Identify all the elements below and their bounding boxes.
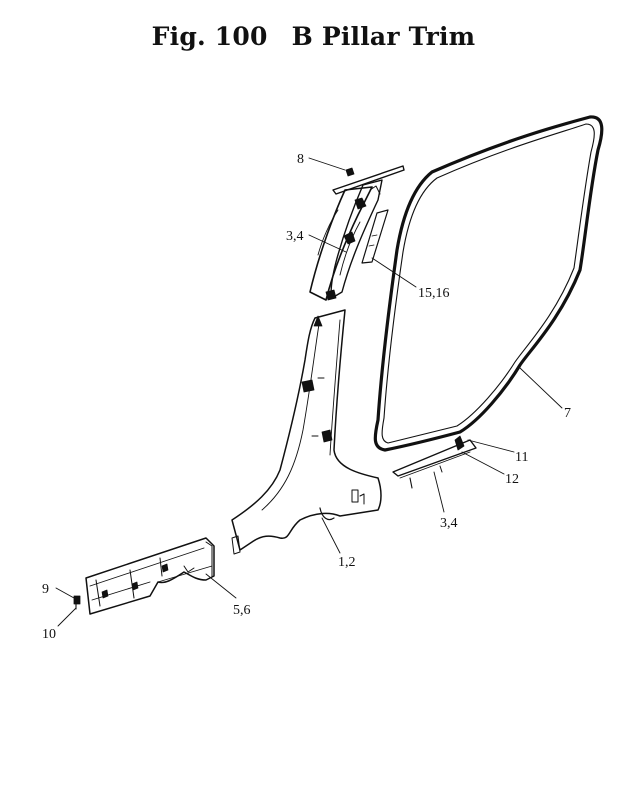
- callout-10: 10: [42, 627, 56, 642]
- callout-1-2: 1,2: [338, 555, 356, 570]
- figure-caption: B Pillar Trim: [291, 22, 476, 51]
- pillar-strip: [361, 209, 389, 264]
- callout-3-4-upper: 3,4: [286, 229, 304, 244]
- scuff-clip: [73, 595, 81, 610]
- callout-7: 7: [564, 406, 571, 421]
- door-weatherstrip: [373, 115, 604, 452]
- leader-lines: [55, 157, 563, 627]
- figure-title: Fig. 100 B Pillar Trim: [0, 22, 627, 51]
- callout-3-4-lower: 3,4: [440, 516, 458, 531]
- callout-15-16: 15,16: [418, 286, 450, 301]
- lower-sill-trim: [392, 435, 477, 489]
- upper-pillar-garnish: [309, 165, 405, 301]
- callout-9: 9: [42, 582, 49, 597]
- callout-12: 12: [505, 472, 519, 487]
- lower-pillar-trim: [231, 309, 382, 555]
- scuff-plate: [85, 537, 215, 615]
- callout-labels: 8 3,4 15,16 7 11 12 3,4 1,2 5,6 9 10: [42, 152, 571, 642]
- callout-8: 8: [297, 152, 304, 167]
- callout-5-6: 5,6: [233, 603, 251, 618]
- figure-number: Fig. 100: [151, 22, 268, 51]
- clip-8: [345, 167, 355, 177]
- callout-11: 11: [515, 450, 528, 465]
